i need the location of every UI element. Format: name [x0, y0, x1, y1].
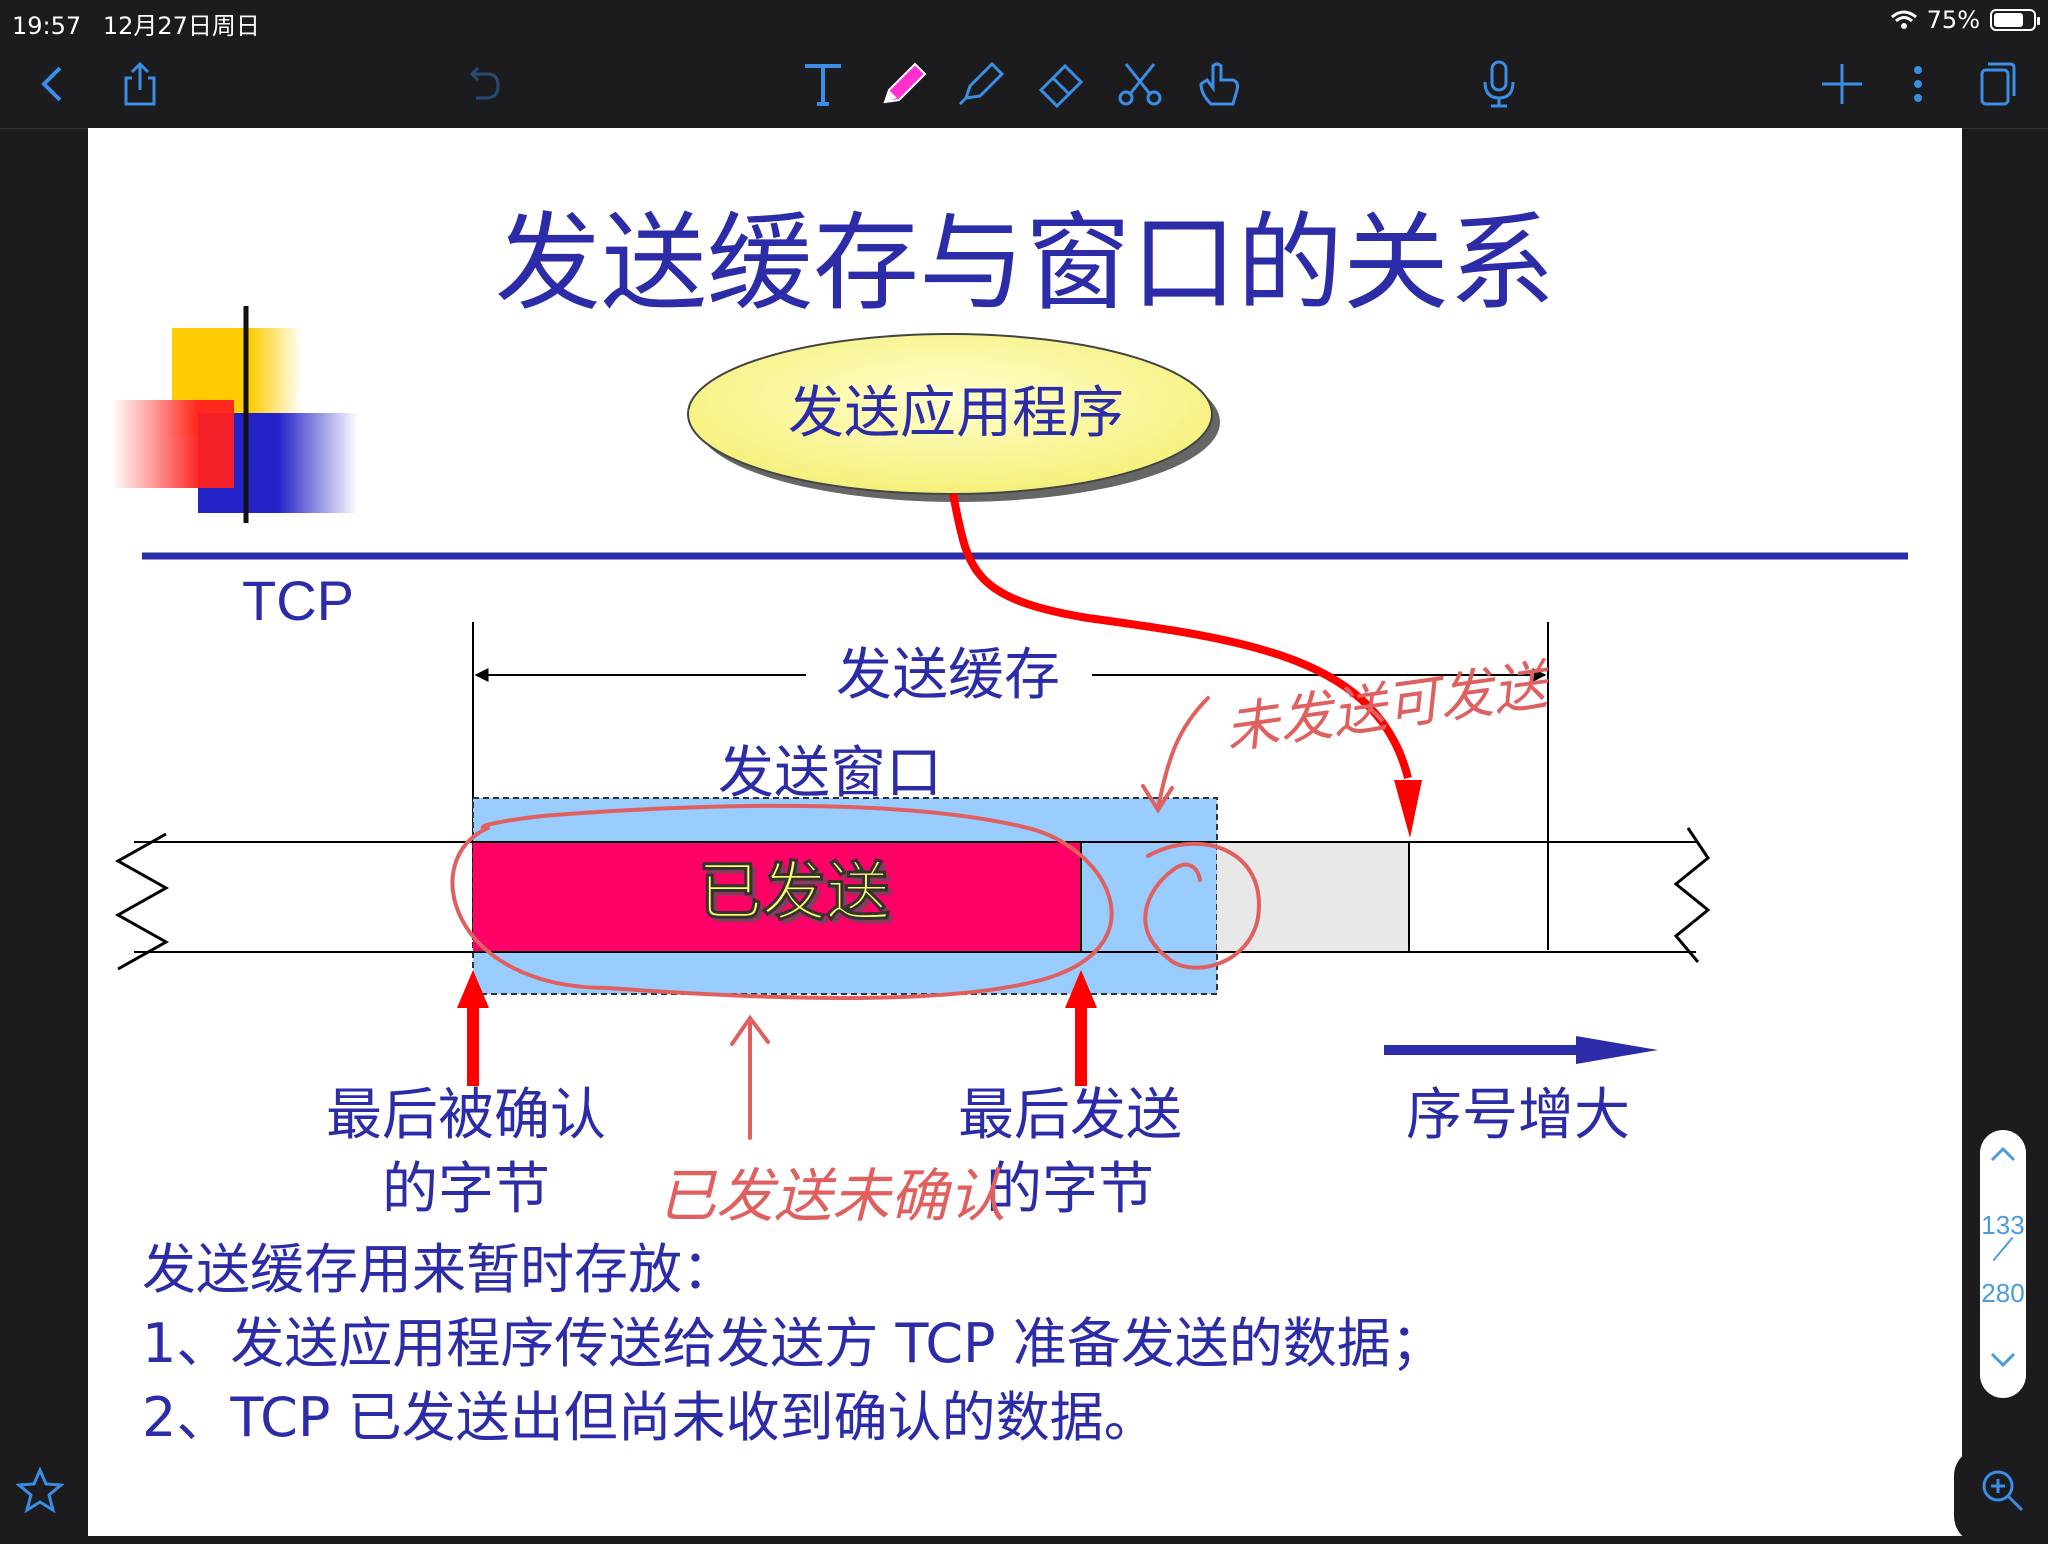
- back-icon: [41, 66, 62, 102]
- current-page-number: 133: [1981, 1210, 2025, 1240]
- microphone-button[interactable]: [1469, 54, 1529, 114]
- undo-button[interactable]: [452, 54, 512, 114]
- back-button[interactable]: [24, 54, 84, 114]
- status-time: 19:57: [12, 12, 82, 40]
- note-top: 未发送可发送: [1221, 653, 1556, 761]
- seq-label: 序号增大: [1406, 1083, 1630, 1148]
- hand-icon: [1199, 62, 1239, 106]
- window-label: 发送窗口: [718, 741, 942, 806]
- eraser-tool-button[interactable]: [1031, 54, 1091, 114]
- last-sent-label-line1: 最后发送: [958, 1083, 1182, 1148]
- favorite-button[interactable]: [0, 1448, 86, 1544]
- pen-icon: [883, 62, 927, 104]
- last-sent-arrow: [1065, 970, 1097, 1086]
- wifi-icon: [1890, 10, 1917, 29]
- last-acked-label-line1: 最后被确认: [326, 1083, 606, 1148]
- add-button[interactable]: [1812, 54, 1872, 114]
- undo-icon: [469, 66, 500, 100]
- status-bar: 19:57 12月27日周日 75%: [0, 0, 2048, 40]
- note-bottom: 已发送未确认: [658, 1162, 1006, 1230]
- highlighter-icon: [958, 61, 1005, 106]
- share-button[interactable]: [110, 54, 170, 114]
- last-acked-label-line2: 的字节: [382, 1157, 550, 1222]
- scissors-icon: [1118, 63, 1162, 106]
- more-icon: [1914, 66, 1922, 102]
- chevron-down-icon[interactable]: [1989, 1350, 2017, 1370]
- sent-label: 已发送: [702, 860, 894, 934]
- text-tool-icon: [805, 64, 841, 106]
- last-sent-label-line2: 的字节: [986, 1157, 1154, 1222]
- app-to-buffer-arrow: [949, 493, 1412, 779]
- app-label: 发送应用程序: [788, 381, 1124, 446]
- status-right: 75%: [1890, 6, 2040, 34]
- eraser-icon: [1038, 63, 1084, 109]
- document-page[interactable]: 发送缓存与窗口的关系 发送应用程序 TCP 发送缓存 发送窗口: [88, 128, 1962, 1536]
- body-line-2: 1、发送应用程序传送给发送方 TCP 准备发送的数据；: [142, 1312, 1445, 1375]
- status-date: 12月27日周日: [102, 12, 260, 40]
- pen-tool-button[interactable]: [873, 54, 933, 114]
- slide-canvas: 发送缓存与窗口的关系 发送应用程序 TCP 发送缓存 发送窗口: [112, 202, 1908, 1449]
- byte-stream: 已发送 已发送: [114, 797, 1711, 995]
- lasso-tool-button[interactable]: [1110, 54, 1170, 114]
- microphone-icon: [1483, 60, 1515, 108]
- tcp-label: TCP: [242, 569, 354, 632]
- battery-icon: [1990, 9, 2040, 31]
- app-ellipse: 发送应用程序: [687, 333, 1220, 502]
- add-icon: [1822, 64, 1862, 104]
- pages-button[interactable]: [1966, 54, 2026, 114]
- share-icon: [124, 61, 156, 106]
- hand-tool-button[interactable]: [1189, 54, 1249, 114]
- status-left: 19:57 12月27日周日: [12, 6, 260, 41]
- chevron-up-icon[interactable]: [1989, 1144, 2017, 1164]
- total-page-number: 280: [1981, 1278, 2025, 1308]
- app-to-buffer-arrowhead: [1394, 780, 1422, 838]
- more-button[interactable]: [1888, 54, 1948, 114]
- ink-arrow-top: [1141, 696, 1210, 814]
- zoom-button[interactable]: [1954, 1448, 2048, 1544]
- pages-icon: [1980, 62, 2016, 106]
- ink-loop-sent: [450, 803, 1114, 1000]
- body-line-1: 发送缓存用来暂时存放：: [142, 1238, 736, 1301]
- body-line-3: 2、TCP 已发送出但尚未收到确认的数据。: [142, 1386, 1158, 1449]
- slide-title: 发送缓存与窗口的关系: [495, 202, 1555, 325]
- ink-circle-unsent: [1143, 841, 1261, 970]
- zoom-in-icon: [1982, 1470, 2024, 1512]
- buffer-label: 发送缓存: [836, 643, 1060, 708]
- page-navigator[interactable]: 133 280: [1980, 1130, 2026, 1398]
- last-acked-arrow: [457, 970, 489, 1086]
- star-icon: [16, 1466, 64, 1514]
- ink-arrow-bottom: [730, 1014, 770, 1140]
- highlighter-tool-button[interactable]: [952, 54, 1012, 114]
- seq-arrow: [1384, 1036, 1658, 1064]
- battery-percent: 75%: [1926, 6, 1980, 34]
- toolbar: [0, 40, 2048, 129]
- sent-label-front: 已发送: [698, 856, 890, 930]
- text-tool-button[interactable]: [793, 54, 853, 114]
